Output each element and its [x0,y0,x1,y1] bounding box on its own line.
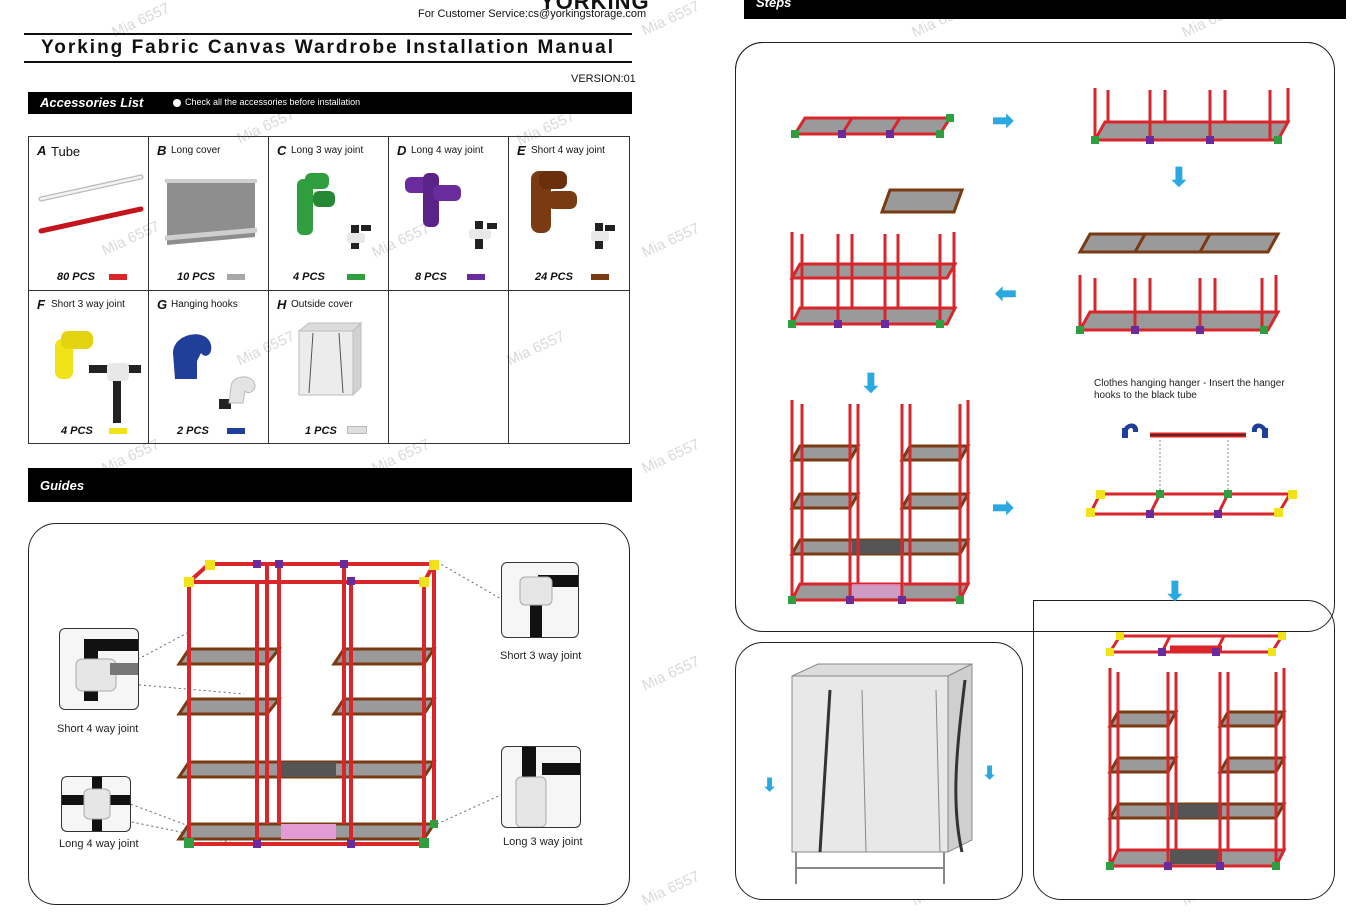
title-rule-top [24,33,632,35]
accessory-pcs: 8 PCS [415,271,447,283]
arrow-down-icon: ⬇ [982,763,998,783]
short-3-way-joint-inset [501,562,579,638]
accessories-note: Check all the accessories before install… [185,97,361,107]
arrow-left-icon: ⬅ [995,278,1017,308]
accessory-pcs: 4 PCS [293,271,325,283]
short-3-way-joint-icon [55,331,141,423]
hanging-hook-icon [173,334,256,409]
accessory-name: Long 4 way joint [411,145,484,156]
short-4-way-joint-caption: Short 4 way joint [57,723,139,735]
accessory-name: Short 4 way joint [531,145,605,156]
accessory-pcs: 4 PCS [61,425,93,437]
arrow-down-icon: ⬇ [1164,576,1186,606]
hanger-note-line-2: hooks to the black tube [1094,390,1197,401]
accessory-name: Outside cover [291,299,353,310]
outside-cover-icon [297,321,363,397]
accessory-letter: C [277,143,287,158]
long-4-way-joint-inset [61,776,131,832]
short-4-way-joint-icon [75,639,138,701]
accessory-letter: E [517,143,526,158]
color-swatch-cover [227,274,245,280]
accessory-cell-long-cover: B Long cover 10 PCS [149,137,269,291]
guides-header-bar: Guides [28,468,632,502]
arrow-down-icon: ⬇ [762,775,778,795]
accessory-name: Tube [51,144,81,159]
short-3-way-joint-caption: Short 3 way joint [500,650,582,662]
brand-logo: YORKING [540,0,650,14]
short-3-way-joint-icon [519,575,578,637]
accessory-pcs: 10 PCS [177,271,215,283]
accessory-cell-long-4-way: D Long 4 way joint 8 PCS [389,137,509,291]
customer-service-text: For Customer Service:cs@yorkingstorage.c… [418,8,647,20]
color-swatch-short-3-way [109,428,127,434]
tube-illustration [38,174,144,234]
accessory-letter: D [397,143,407,158]
version-label: VERSION:01 [571,73,636,85]
accessory-name: Hanging hooks [171,299,238,310]
accessory-letter: B [157,143,167,158]
long-3-way-joint-icon [297,173,371,249]
accessory-cell-tube: A Tube 80 PCS [29,137,149,291]
color-swatch-short-4-way [591,274,609,280]
accessory-cell-empty [389,291,509,444]
long-4-way-joint-icon [405,173,497,249]
accessories-grid: A Tube 80 PCS B Long cover 10 PCS C Long… [28,136,630,444]
accessory-letter: A [37,143,47,158]
steps-panel-border [735,42,1335,632]
long-3-way-joint-caption: Long 3 way joint [503,836,583,848]
accessory-cell-outside-cover: H Outside cover 1 PCS [269,291,389,444]
guides-heading: Guides [40,478,85,493]
accessory-pcs: 80 PCS [57,271,95,283]
accessory-cell-short-3-way: F Short 3 way joint 4 PCS [29,291,149,444]
accessory-name: Long 3 way joint [291,145,364,156]
arrow-right-icon: ➡ [992,492,1014,522]
arrow-right-icon: ➡ [992,105,1014,135]
accessory-pcs: 1 PCS [305,425,337,437]
accessory-letter: G [157,297,168,312]
color-swatch-long-4-way [467,274,485,280]
color-swatch-outside-cover [347,426,367,434]
short-4-way-joint-inset [59,628,139,710]
steps-heading: Steps [756,0,792,10]
accessory-pcs: 24 PCS [535,271,573,283]
title-rule-bottom [24,61,632,63]
accessory-cell-long-3-way: C Long 3 way joint 4 PCS [269,137,389,291]
color-swatch-hooks [227,428,245,434]
accessories-heading: Accessories List [40,95,144,110]
long-3-way-joint-inset [501,746,581,828]
accessory-letter: H [277,297,287,312]
accessory-cell-short-4-way: E Short 4 way joint 24 PCS [509,137,630,291]
accessory-name: Long cover [171,145,221,156]
long-4-way-joint-caption: Long 4 way joint [59,838,139,850]
guides-panel: Short 4 way joint Long 4 way joint Short… [28,523,630,905]
arrow-down-icon: ⬇ [860,368,882,398]
accessories-header-bar: Accessories List Check all the accessori… [28,92,632,114]
long-cover-illustration [165,179,257,245]
accessory-pcs: 2 PCS [177,425,209,437]
page-title: Yorking Fabric Canvas Wardrobe Installat… [40,37,616,58]
color-swatch-tube [109,274,127,280]
accessory-name: Short 3 way joint [51,299,125,310]
accessory-letter: F [37,297,45,312]
short-4-way-joint-icon [531,171,615,249]
bullet-icon [173,99,181,107]
arrow-down-icon: ⬇ [1168,162,1190,192]
long-3-way-joint-icon [515,747,580,827]
hanger-note-line-1: Clothes hanging hanger - Insert the hang… [1094,378,1285,389]
steps-header-bar: Steps [744,0,1346,19]
long-4-way-joint-icon [62,777,130,831]
accessory-cell-hanging-hooks: G Hanging hooks 2 PCS [149,291,269,444]
wardrobe-frame-diagram [116,560,504,848]
color-swatch-long-3-way [347,274,365,280]
